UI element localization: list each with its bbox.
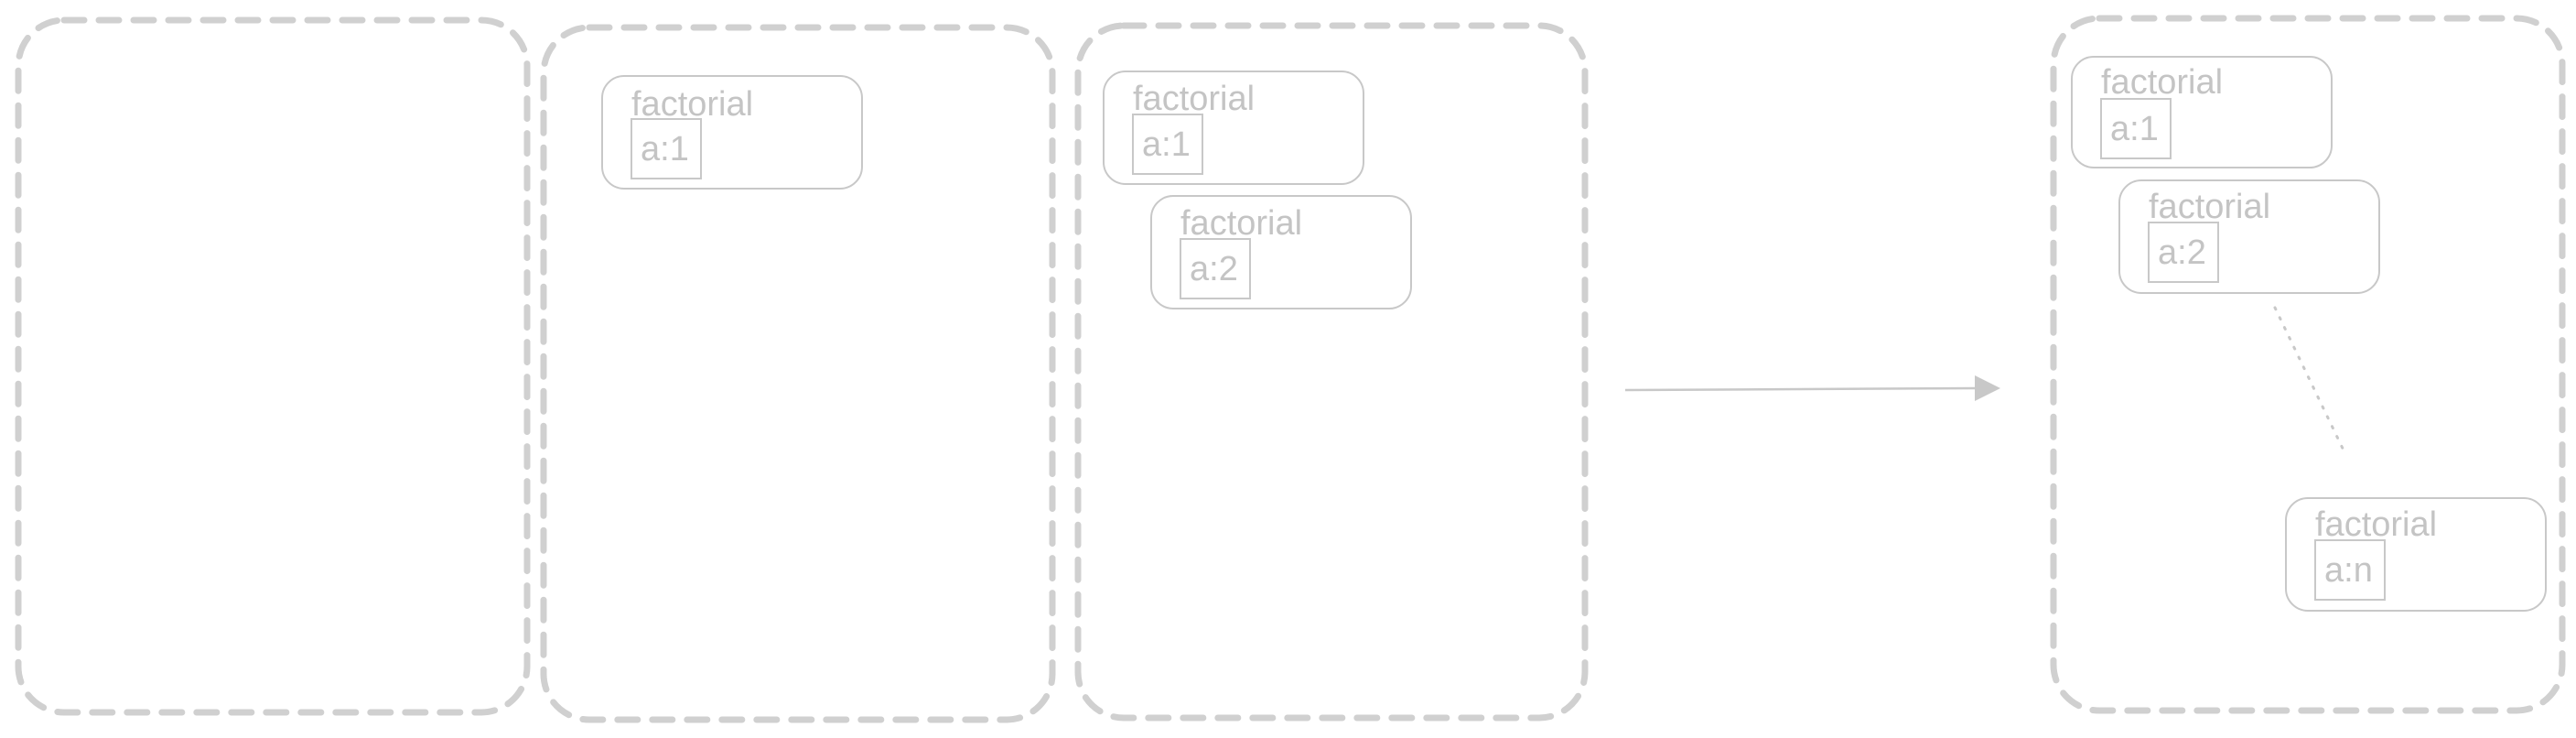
call-box: factorial a:n bbox=[2285, 497, 2547, 612]
variable-box bbox=[2148, 222, 2219, 283]
variable-box bbox=[631, 118, 702, 179]
call-box: factorial a:2 bbox=[1150, 195, 1412, 309]
variable-box bbox=[2100, 98, 2172, 159]
function-name: factorial bbox=[1133, 80, 1255, 118]
variable-value: a:2 bbox=[2158, 233, 2206, 272]
variable-value: a:1 bbox=[1142, 125, 1191, 164]
arrow-head-icon bbox=[1975, 375, 2000, 401]
stack-frame-1-border bbox=[15, 16, 531, 716]
variable-value: a:2 bbox=[1190, 250, 1238, 288]
variable-value: a:n bbox=[2324, 551, 2373, 590]
function-name: factorial bbox=[2149, 188, 2270, 226]
transition-arrow bbox=[1624, 375, 2000, 401]
variable-box bbox=[2314, 539, 2386, 601]
function-name: factorial bbox=[1180, 204, 1302, 243]
stack-frame-4: factorial a:1 factorial a:2 factorial a:… bbox=[2050, 15, 2566, 714]
stack-frame-4-border bbox=[2050, 15, 2566, 714]
call-box: factorial a:1 bbox=[2071, 56, 2333, 168]
call-box: factorial a:1 bbox=[1103, 71, 1364, 185]
stack-frame-2-border bbox=[540, 24, 1056, 723]
call-box: factorial a:2 bbox=[2118, 179, 2380, 294]
function-name: factorial bbox=[631, 85, 753, 124]
stack-frame-1 bbox=[15, 16, 531, 716]
function-name: factorial bbox=[2101, 63, 2223, 102]
variable-box bbox=[1132, 114, 1203, 175]
function-name: factorial bbox=[2315, 505, 2437, 544]
variable-value: a:1 bbox=[2110, 110, 2159, 148]
variable-value: a:1 bbox=[641, 130, 689, 168]
variable-box bbox=[1180, 238, 1251, 299]
stack-frame-3: factorial a:1 factorial a:2 bbox=[1074, 22, 1589, 722]
ellipsis-connector bbox=[2273, 306, 2348, 458]
call-box: factorial a:1 bbox=[601, 75, 863, 190]
stack-frame-2: factorial a:1 bbox=[540, 24, 1056, 723]
stack-frame-3-border bbox=[1074, 22, 1589, 722]
